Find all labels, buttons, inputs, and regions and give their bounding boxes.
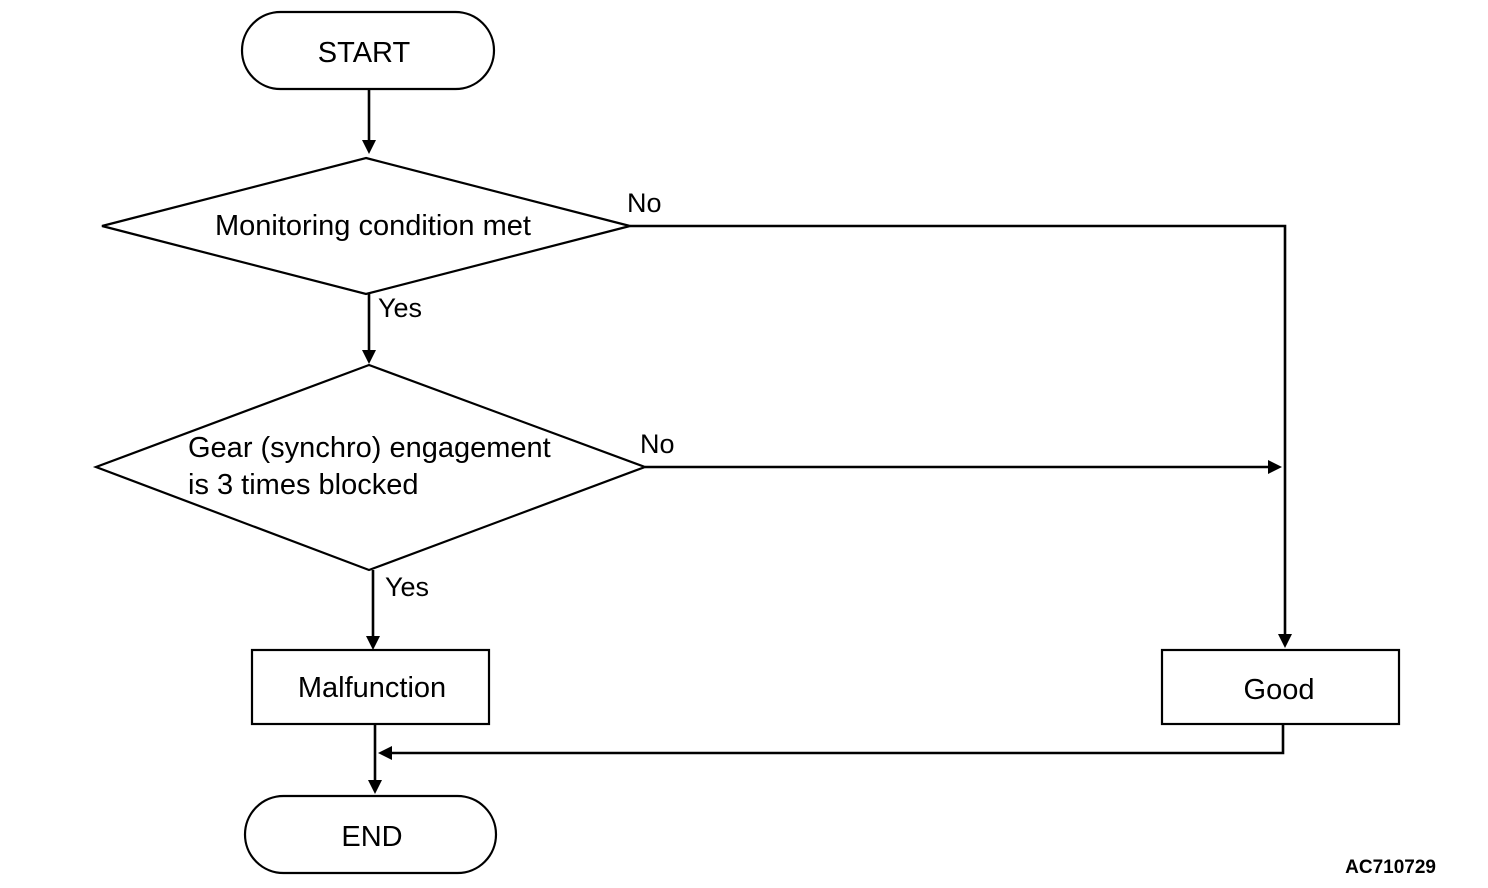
edge-decision1-yes bbox=[362, 294, 376, 364]
decision-monitoring-condition: Monitoring condition met bbox=[101, 156, 631, 296]
malfunction-label: Malfunction bbox=[298, 672, 446, 704]
edge-decision2-yes bbox=[366, 570, 380, 650]
end-label: END bbox=[341, 821, 402, 853]
end-terminator: END bbox=[243, 794, 498, 875]
edge-decision1-no bbox=[630, 224, 1292, 648]
decision1-yes-label: Yes bbox=[378, 293, 422, 323]
decision2-no-label: No bbox=[640, 429, 675, 459]
edge-decision2-no bbox=[645, 460, 1282, 474]
decision1-label: Monitoring condition met bbox=[215, 210, 531, 242]
decision1-no-label: No bbox=[627, 188, 662, 218]
good-process: Good bbox=[1160, 648, 1401, 726]
edge-malfunction-to-end bbox=[368, 724, 382, 794]
figure-code: AC710729 bbox=[1345, 857, 1436, 878]
decision-gear-engagement-blocked: Gear (synchro) engagement is 3 times blo… bbox=[92, 363, 649, 572]
start-label: START bbox=[318, 37, 411, 69]
good-label: Good bbox=[1244, 674, 1315, 706]
edge-good-to-end bbox=[378, 724, 1285, 760]
start-terminator: START bbox=[240, 10, 496, 91]
decision2-label-line1: Gear (synchro) engagement bbox=[188, 432, 551, 464]
malfunction-process: Malfunction bbox=[250, 648, 491, 726]
decision2-label-line2: is 3 times blocked bbox=[188, 469, 419, 501]
edge-start-to-decision1 bbox=[362, 89, 376, 154]
decision2-yes-label: Yes bbox=[385, 572, 429, 602]
